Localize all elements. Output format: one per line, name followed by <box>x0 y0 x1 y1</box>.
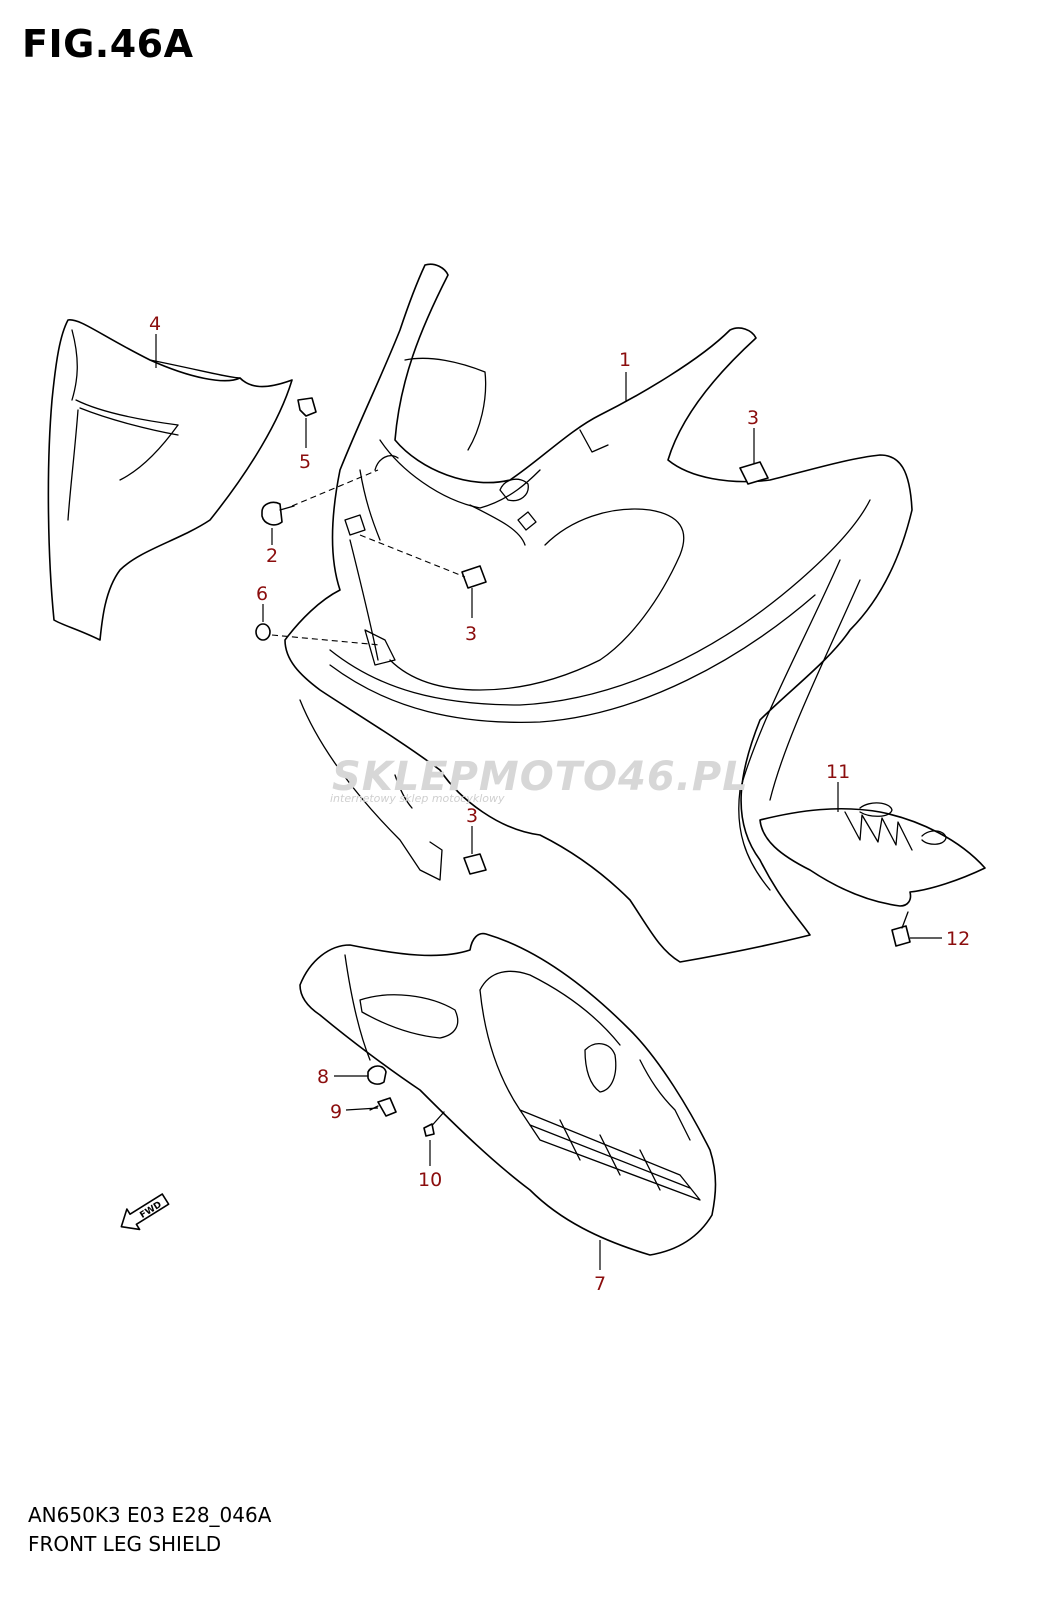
callout-1: 1 <box>619 349 631 371</box>
part-10-screw[interactable] <box>423 1111 445 1137</box>
callout-3-low: 3 <box>466 805 478 827</box>
assembly-line-2 <box>291 469 379 507</box>
callout-6: 6 <box>256 583 268 605</box>
callout-7: 7 <box>594 1273 606 1295</box>
assembly-line-6 <box>271 634 381 646</box>
figure-code: AN650K3 E03 E28_046A <box>28 1503 272 1527</box>
part-12-bolt[interactable] <box>891 911 911 947</box>
part-5-clip[interactable] <box>297 397 317 417</box>
part-7-lower-panel[interactable] <box>299 932 717 1256</box>
callout-9: 9 <box>330 1101 342 1123</box>
callout-5: 5 <box>299 451 311 473</box>
callout-3-mid: 3 <box>465 623 477 645</box>
fwd-arrow-icon: FWD <box>120 1193 170 1231</box>
part-11-bracket[interactable] <box>759 802 986 907</box>
callout-2: 2 <box>266 545 278 567</box>
figure-title: FIG.46A <box>22 22 194 66</box>
leader-9 <box>345 1107 379 1111</box>
callout-4: 4 <box>149 313 161 335</box>
watermark-tagline: internetowy sklep motocyklowy <box>330 792 505 805</box>
callout-3-top: 3 <box>747 407 759 429</box>
part-2-screw[interactable] <box>261 501 295 526</box>
part-3-nut-low[interactable] <box>463 853 487 875</box>
part-3-nut-top[interactable] <box>739 461 769 485</box>
watermark-brand: SKLEPMOTO46.PL <box>332 754 749 800</box>
part-1-front-leg-shield[interactable] <box>284 263 913 963</box>
part-3-nut-mid[interactable] <box>461 565 487 589</box>
part-6-nut[interactable] <box>255 623 271 641</box>
assembly-line-3 <box>359 534 466 578</box>
callout-12: 12 <box>946 928 970 950</box>
part-8-grommet[interactable] <box>367 1065 387 1085</box>
part-4-side-cover[interactable] <box>47 319 293 641</box>
part-9-rivet[interactable] <box>369 1097 397 1117</box>
callout-11: 11 <box>826 761 850 783</box>
callout-10: 10 <box>418 1169 442 1191</box>
callout-8: 8 <box>317 1066 329 1088</box>
figure-name: FRONT LEG SHIELD <box>28 1532 222 1556</box>
